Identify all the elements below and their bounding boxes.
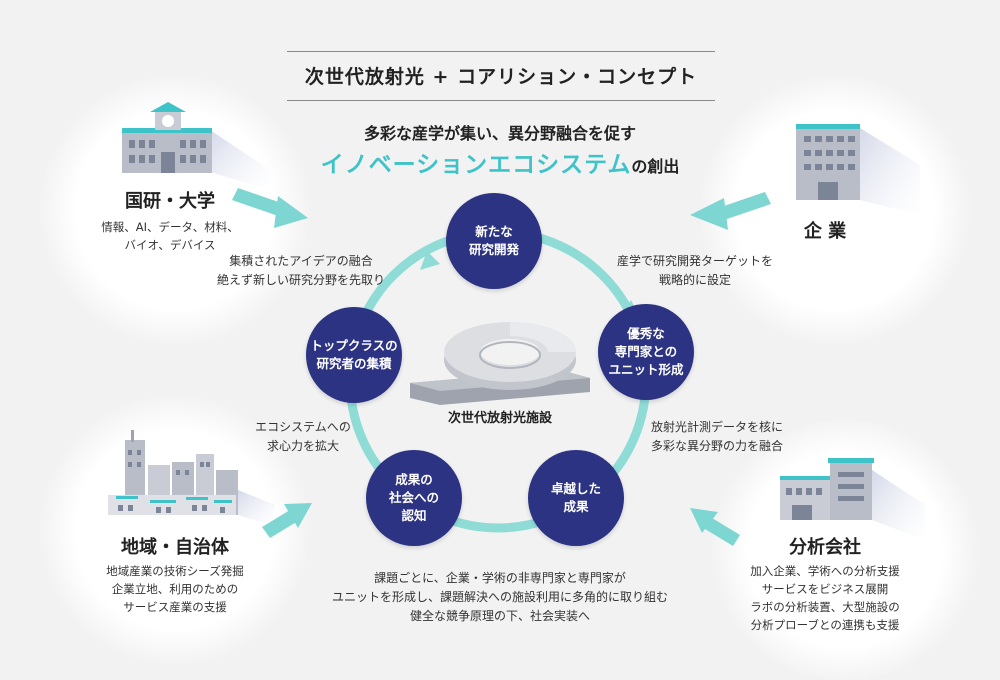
subtitle-line2: イノベーションエコシステムの創出 [250,145,750,179]
title-top-rule [287,51,715,52]
node-top-researchers: トップクラスの 研究者の集積 [306,307,402,403]
node-new-research: 新たな 研究開発 [446,193,542,289]
entity-analysis-name: 分析会社 [789,537,861,558]
ring-arrowhead-top [420,251,440,270]
subtitle-line1: 多彩な産学が集い、異分野融合を促す [363,124,636,143]
node-excellent-results: 卓越した 成果 [528,450,624,546]
caption-idea-fusion: 集積されたアイデアの融合 絶えず新しい研究分野を先取り [216,254,385,287]
synchrotron-facility-icon [410,322,590,405]
office-building-icon [796,124,920,215]
entity-university-desc: 情報、AI、データ、材料、 バイオ、デバイス [101,220,239,252]
factory-building-icon [780,458,925,540]
subtitle-highlight: イノベーションエコシステム [320,152,632,178]
entity-region-desc: 地域産業の技術シーズ発掘 企業立地、利用のための サービス産業の支援 [106,564,244,614]
university-building-icon [122,102,270,190]
subtitle-suffix: の創出 [631,157,680,176]
node-expert-unit: 優秀な 専門家との ユニット形成 [598,304,694,400]
diagram-title: 次世代放射光 + コアリション・コンセプト [304,66,698,88]
arrow-from-university [232,188,308,228]
caption-ecosystem-attraction: エコシステムへの 求心力を拡大 [255,420,351,453]
caption-data-fusion: 放射光計測データを核に 多彩な異分野の力を融合 [650,420,783,453]
facility-label: 次世代放射光施設 [447,411,552,426]
caption-strategic-target: 産学で研究開発ターゲットを 戦略的に設定 [616,254,773,287]
entity-analysis-desc: 加入企業、学術への分析支援 サービスをビジネス展開 ラボの分析装置、大型施設の … [750,564,900,632]
caption-unit-formation: 課題ごとに、企業・学術の非専門家と専門家が ユニットを形成し、課題解決への施設利… [331,571,668,623]
entity-region-name: 地域・自治体 [121,537,229,558]
node-social-recognition: 成果の 社会への 認知 [366,450,462,546]
arrow-from-company [690,192,771,230]
city-skyline-icon [108,430,275,525]
entity-university-name: 国研・大学 [125,191,215,212]
title-bottom-rule [287,100,715,101]
arrow-from-analysis [690,508,740,546]
entity-company-name: 企 業 [803,221,847,242]
arrow-from-region [262,503,312,538]
